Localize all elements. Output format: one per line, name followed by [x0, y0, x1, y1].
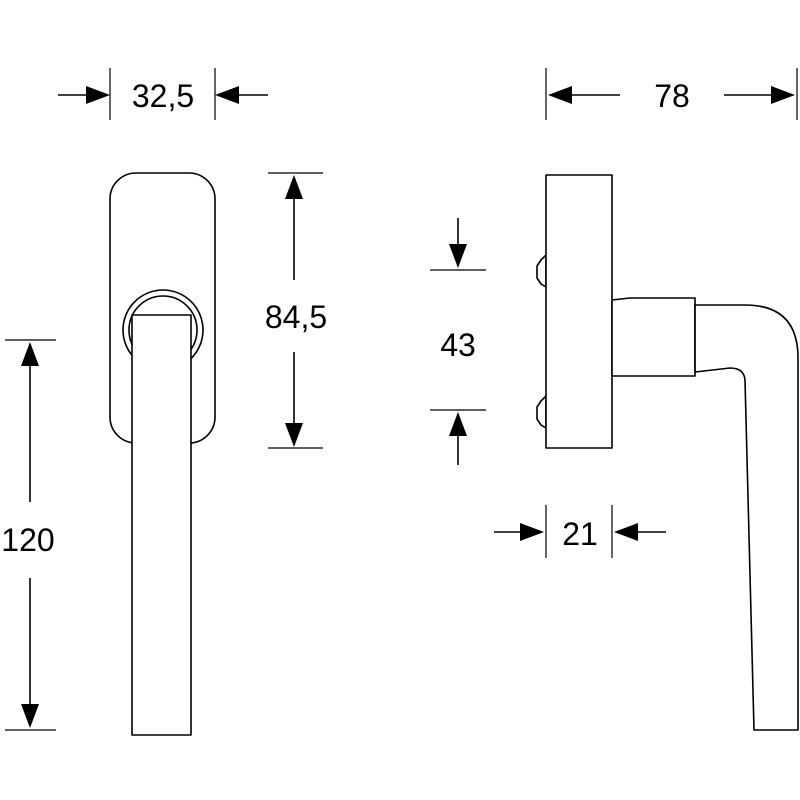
dim-label-rose-width: 32,5 — [132, 78, 194, 114]
dimension-lever-length: 120 — [1, 339, 56, 731]
dim-arrow-down — [449, 244, 467, 268]
front-view — [109, 172, 216, 736]
dimension-screw-spacing: 43 — [430, 218, 486, 465]
dim-arrow-down — [21, 704, 39, 728]
dim-arrow-down — [285, 423, 303, 447]
front-lever — [131, 314, 192, 736]
dim-arrow-left-pointing — [548, 86, 572, 104]
dim-arrow-up — [449, 412, 467, 436]
side-lever-neck — [611, 297, 696, 377]
dim-arrow-right-pointing — [520, 523, 544, 541]
dim-label-rose-height: 84,5 — [265, 299, 327, 335]
dim-arrow-up — [285, 175, 303, 199]
dim-label-rose-depth: 21 — [562, 516, 598, 552]
dim-label-total-projection: 78 — [654, 78, 690, 114]
dim-arrow-right-pointing — [86, 86, 110, 104]
side-view — [536, 174, 799, 731]
side-lever-arm — [694, 304, 799, 731]
dim-arrow-left-pointing — [614, 523, 638, 541]
dimension-rose-width: 32,5 — [58, 68, 268, 120]
dim-arrow-up — [21, 342, 39, 366]
dimension-rose-depth: 21 — [494, 505, 666, 558]
side-screw-head-top — [536, 254, 547, 288]
dim-label-lever-length: 120 — [1, 522, 54, 558]
side-screw-head-bottom — [536, 395, 547, 429]
dimension-rose-height: 84,5 — [265, 172, 327, 449]
dim-arrow-right-pointing — [771, 86, 795, 104]
dimension-total-projection: 78 — [545, 68, 798, 120]
dim-arrow-left-pointing — [215, 86, 239, 104]
side-rose-plate — [545, 174, 613, 449]
dim-label-screw-spacing: 43 — [440, 327, 476, 363]
